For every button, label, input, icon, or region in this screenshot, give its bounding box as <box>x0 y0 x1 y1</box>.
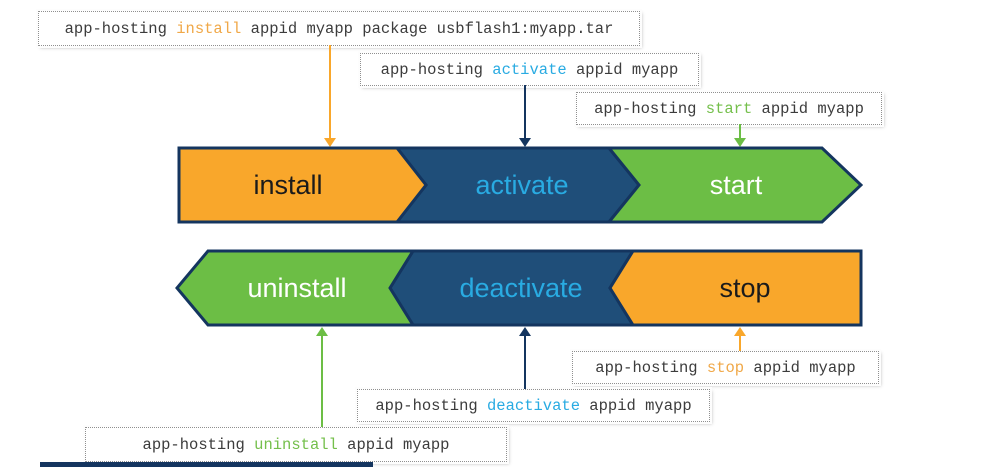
cmd-keyword-activate: activate <box>492 60 567 79</box>
lifecycle-bar-forward: install activate start <box>177 146 863 224</box>
stage-stop-label: stop <box>719 273 770 303</box>
cmd-keyword-start: start <box>705 99 753 118</box>
partial-bar-bottom-edge <box>40 462 373 467</box>
arrow-deactivate-up <box>519 327 531 389</box>
stage-install-label: install <box>253 170 322 200</box>
cmd-text: app-hosting <box>594 99 706 118</box>
cmd-box-stop: app-hosting stop appid myapp <box>572 351 879 384</box>
stage-uninstall-shape <box>175 249 416 327</box>
stage-start-label: start <box>710 170 763 200</box>
arrow-uninstall-up <box>316 327 328 427</box>
stage-uninstall-label: uninstall <box>247 273 346 303</box>
cmd-text: appid myapp <box>566 60 679 79</box>
cmd-keyword-deactivate: deactivate <box>486 396 580 415</box>
cmd-box-activate: app-hosting activate appid myapp <box>360 53 699 86</box>
cmd-text: app-hosting <box>64 19 177 38</box>
cmd-keyword-install: install <box>176 19 242 38</box>
arrow-install-down <box>324 45 336 147</box>
arrow-stop-up <box>734 327 746 351</box>
stage-install-shape <box>177 146 428 224</box>
cmd-keyword-uninstall: uninstall <box>254 435 338 454</box>
cmd-box-deactivate: app-hosting deactivate appid myapp <box>357 389 710 422</box>
cmd-box-uninstall: app-hosting uninstall appid myapp <box>85 427 507 462</box>
stage-stop-shape <box>608 249 863 327</box>
cmd-keyword-stop: stop <box>706 358 745 377</box>
cmd-text: app-hosting <box>375 396 487 415</box>
stage-deactivate-label: deactivate <box>459 273 582 303</box>
cmd-box-start: app-hosting start appid myapp <box>576 92 882 125</box>
lifecycle-bar-reverse: uninstall deactivate stop <box>175 249 863 327</box>
cmd-text: appid myapp <box>337 435 450 454</box>
stage-activate-label: activate <box>475 170 568 200</box>
stage-start-shape <box>605 146 863 224</box>
cmd-text: appid myapp <box>752 99 864 118</box>
cmd-text: appid myapp package usbflash1:myapp.tar <box>241 19 614 38</box>
cmd-box-install: app-hosting install appid myapp package … <box>38 11 640 46</box>
cmd-text: app-hosting <box>595 358 707 377</box>
arrow-activate-down <box>519 85 531 147</box>
cmd-text: appid myapp <box>744 358 856 377</box>
cmd-text: appid myapp <box>580 396 692 415</box>
cmd-text: app-hosting <box>142 435 255 454</box>
cmd-text: app-hosting <box>380 60 493 79</box>
arrow-start-down <box>734 124 746 147</box>
